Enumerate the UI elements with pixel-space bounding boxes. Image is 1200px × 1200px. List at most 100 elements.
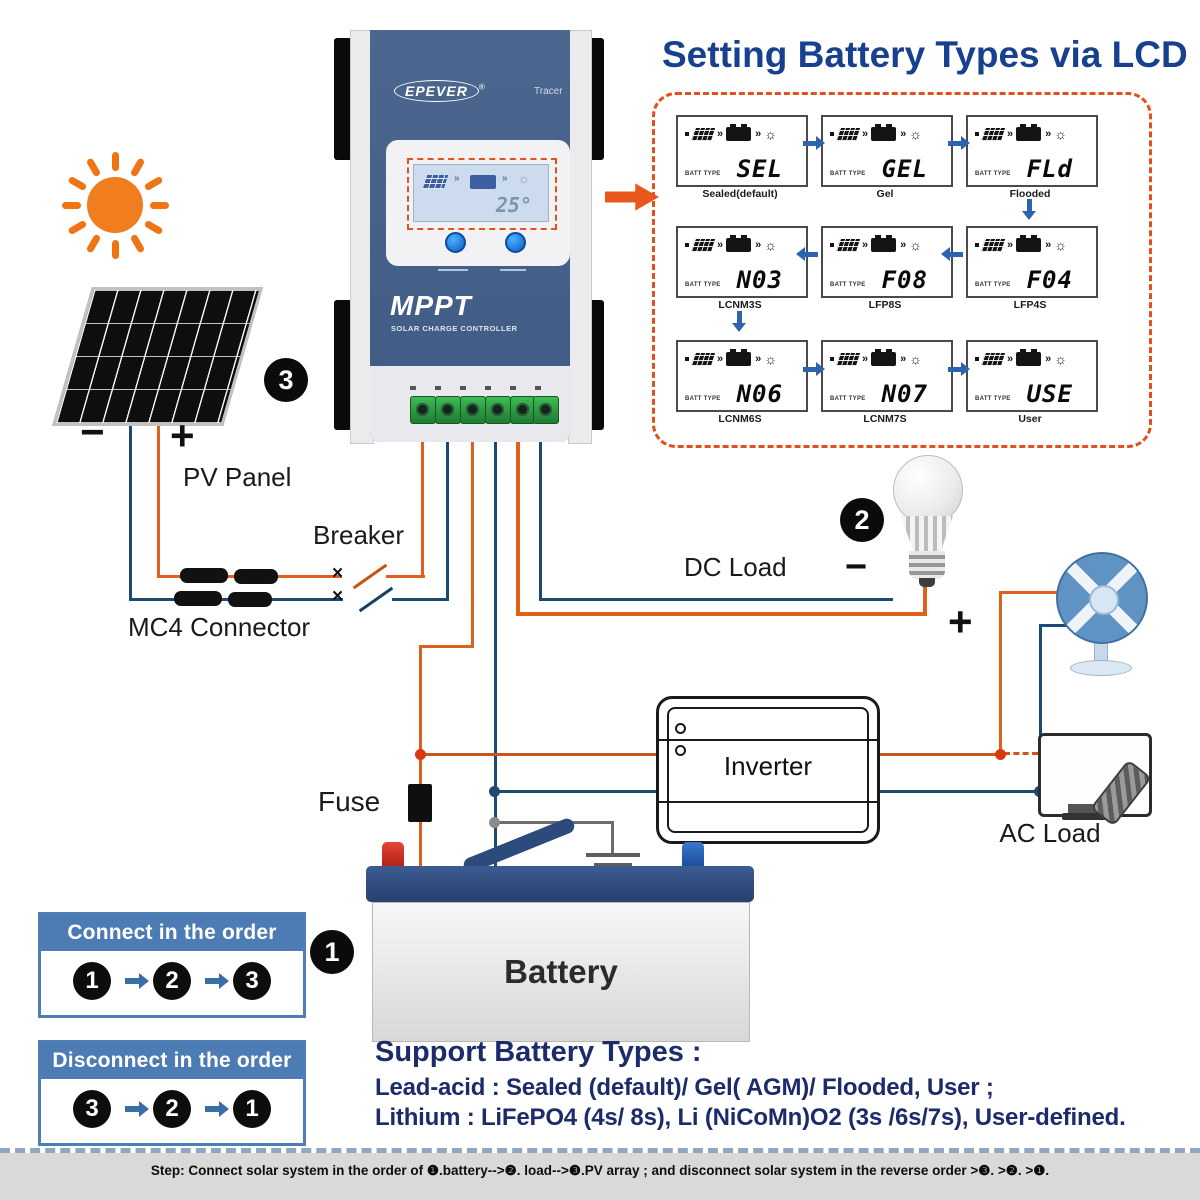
wire-dc-load-minus — [539, 598, 893, 601]
terminal-bat-minus[interactable] — [485, 396, 511, 424]
mc4-connector-icon — [234, 569, 278, 584]
mc4-connector-icon — [228, 592, 272, 607]
order-arrow-icon — [125, 973, 149, 989]
controller-lcd-screen: » » ☼ 25° — [413, 164, 549, 222]
wire-pv-minus-after-breaker — [392, 598, 449, 601]
battery-icon — [1016, 124, 1042, 141]
breaker-x-positive: × — [332, 563, 344, 584]
terminal-load-plus[interactable] — [510, 396, 536, 424]
flow-arrow-right — [948, 136, 970, 150]
support-battery-types-heading: Support Battery Types : — [375, 1036, 702, 1068]
wire-inverter-output-live-dashed — [1004, 752, 1038, 755]
battery-top — [366, 866, 754, 902]
panel-icon — [980, 127, 1006, 141]
disconnect-order-box: Disconnect in the order 3 2 1 — [38, 1040, 306, 1146]
bulb-icon: ☼ — [909, 237, 923, 253]
step-badge-pv: 3 — [264, 358, 308, 402]
panel-icon — [835, 352, 861, 366]
wire-pv-plus-after-breaker — [386, 575, 425, 578]
page-title: Setting Battery Types via LCD — [662, 34, 1188, 75]
wire-ground-vertical — [611, 821, 614, 853]
lcd-temperature-value: 25° — [495, 193, 532, 217]
lcd-caption: LFP8S — [868, 299, 902, 311]
pv-plus-label: + — [170, 412, 195, 459]
flow-arrow-right — [948, 362, 970, 376]
step-badge-dc-load: 2 — [840, 498, 884, 542]
monitor-joint — [1068, 804, 1098, 815]
wire-terminal-load-minus — [539, 420, 542, 601]
wire-fan-live-vertical — [999, 591, 1002, 755]
step-number: 1 — [233, 1090, 271, 1128]
terminal-load-minus[interactable] — [533, 396, 559, 424]
step-badge-battery: 1 — [310, 930, 354, 974]
flow-arrow-down — [1022, 199, 1036, 220]
dc-plus-label: + — [948, 598, 973, 645]
lcd-caption: LCNM7S — [863, 413, 907, 425]
solar-panel-icon — [52, 287, 263, 426]
battery-icon — [871, 235, 897, 252]
order-arrow-icon — [205, 1101, 229, 1117]
breaker-blade-positive — [352, 563, 388, 590]
controller-side-flange — [568, 30, 592, 444]
lcd-caption: Flooded — [1009, 188, 1051, 200]
lcd-caption: LCNM6S — [718, 413, 762, 425]
battery-icon — [871, 124, 897, 141]
step-number: 2 — [153, 962, 191, 1000]
light-bulb-base — [909, 551, 945, 579]
mc4-connector-icon — [180, 568, 228, 583]
support-lithium-line: Lithium : LiFePO4 (4s/ 8s), Li (NiCoMn)O… — [375, 1104, 1126, 1131]
lcd-caption: LCNM3S — [718, 299, 762, 311]
bulb-icon: ☼ — [1054, 351, 1068, 367]
wire-pv-plus-vertical — [157, 422, 160, 578]
wire-inverter-output-neutral — [872, 790, 1150, 793]
panel-icon — [835, 127, 861, 141]
battery-positive-terminal — [382, 842, 404, 868]
terminal-pv-minus[interactable] — [435, 396, 461, 424]
button-caption-mark — [438, 269, 468, 271]
lcd-chevron-icon: » — [454, 173, 460, 184]
flow-arrow-right — [803, 136, 825, 150]
battery-icon — [1016, 235, 1042, 252]
mc4-connector-icon — [174, 591, 222, 606]
disconnect-order-title: Disconnect in the order — [41, 1043, 303, 1079]
controller-mount-rail — [334, 38, 352, 160]
dc-minus-label: − — [845, 546, 868, 588]
terminal-pv-plus[interactable] — [410, 396, 436, 424]
fuse-icon — [408, 784, 432, 822]
sun-icon — [60, 150, 170, 260]
lcd-bulb-icon: ☼ — [518, 171, 530, 186]
pv-minus-label: − — [80, 408, 105, 455]
junction-battery-minus — [489, 786, 500, 797]
wire-inverter-input-plus — [421, 753, 658, 756]
lcd-caption: Gel — [876, 188, 894, 200]
controller-button-right[interactable] — [505, 232, 526, 253]
wire-inverter-input-minus — [494, 790, 658, 793]
bulb-icon: ☼ — [764, 351, 778, 367]
step-number: 3 — [73, 1090, 111, 1128]
lcd-highlight-dashed-border — [407, 158, 557, 230]
wire-terminal-load-plus — [516, 420, 520, 616]
fan-base — [1070, 660, 1132, 676]
panel-icon — [980, 238, 1006, 252]
breaker-blade-negative — [358, 586, 394, 613]
terminal-bat-plus[interactable] — [460, 396, 486, 424]
terminal-polarity-marks — [410, 386, 560, 390]
battery-icon — [726, 349, 752, 366]
controller-button-left[interactable] — [445, 232, 466, 253]
panel-icon — [835, 238, 861, 252]
monitor-stand — [1062, 813, 1116, 820]
lcd-chevron-icon: » — [502, 173, 508, 184]
fuse-label: Fuse — [318, 786, 381, 817]
connect-order-box: Connect in the order 1 2 3 — [38, 912, 306, 1018]
step-number: 2 — [153, 1090, 191, 1128]
panel-icon — [980, 352, 1006, 366]
lcd-panel-icon — [421, 175, 449, 189]
battery-icon — [1016, 349, 1042, 366]
controller-subtitle: SOLAR CHARGE CONTROLLER — [391, 324, 518, 333]
fan-icon — [1056, 552, 1148, 644]
wire-pv-minus-vertical — [129, 422, 132, 601]
